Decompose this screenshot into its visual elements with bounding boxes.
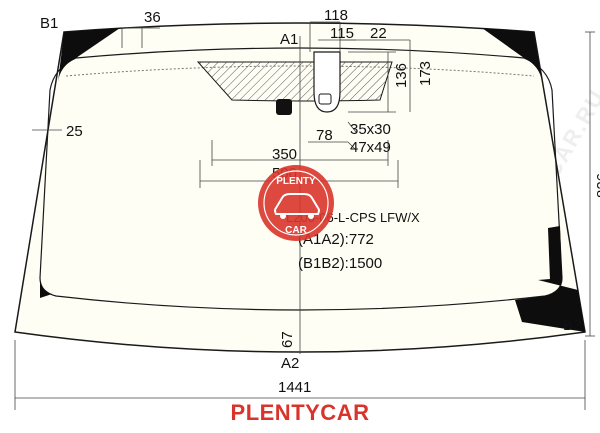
logo-top-text: PLENTY [276, 176, 316, 187]
dim-36: 36 [144, 9, 161, 26]
dim-35x30: 35x30 [350, 121, 391, 138]
dim-350: 350 [272, 146, 297, 163]
dim-1441: 1441 [278, 379, 311, 396]
center-label-a1: A1 [280, 31, 298, 48]
dim-25: 25 [66, 123, 83, 140]
dim-115: 115 [330, 25, 354, 42]
mirror-mount-outline [313, 51, 341, 113]
ceramic-corner-bottom-right [515, 278, 585, 332]
dim-78: 78 [316, 127, 333, 144]
dim-136: 136 [393, 63, 410, 88]
part-a1a2: (A1A2):772 [298, 231, 374, 248]
center-label-a2: A2 [281, 355, 299, 372]
ceramic-dotted-line [65, 65, 535, 77]
plentycar-logo: PLENTY CAR [258, 165, 334, 241]
corner-label-b1: B1 [40, 15, 58, 32]
sensor-pad [276, 99, 292, 115]
sensor-hatched-area [196, 61, 393, 102]
mirror-mount-slot [318, 93, 332, 105]
ceramic-corner-bottom-left [40, 278, 52, 298]
ceramic-corner-top-right [482, 28, 542, 82]
ceramic-corner-top-left [58, 28, 120, 82]
dim-47x49: 47x49 [350, 139, 391, 156]
dimension-lines [14, 21, 595, 410]
corner-label-b2: B2 [563, 317, 581, 334]
ceramic-strip-right [548, 226, 562, 280]
dim-826: 826 [594, 173, 600, 198]
dim-118: 118 [324, 7, 348, 24]
part-b1b2: (B1B2):1500 [298, 255, 382, 272]
car-icon [274, 193, 320, 215]
dim-173: 173 [417, 61, 434, 86]
brand-title: PLENTYCAR [230, 400, 370, 425]
dim-67: 67 [279, 331, 296, 348]
dim-22: 22 [370, 25, 387, 42]
logo-bottom-text: CAR [285, 225, 307, 236]
